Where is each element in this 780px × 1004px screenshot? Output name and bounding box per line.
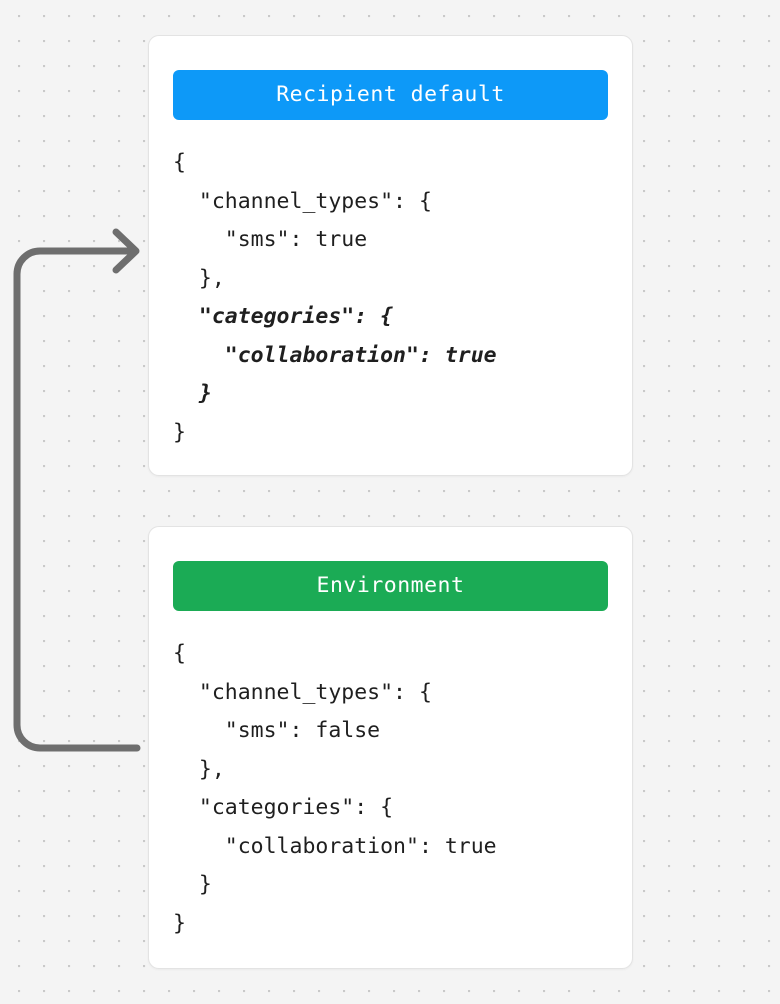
card-header-recipient-default: Recipient default [173,70,608,120]
code-line: } [173,419,186,445]
code-line: "collaboration": true [173,342,497,368]
card-recipient-default[interactable]: Recipient default { "channel_types": { "… [148,35,633,476]
code-line: "sms": true [173,227,368,252]
code-line: "channel_types": { [173,679,432,705]
code-line: "categories": { [173,304,394,329]
code-line: "channel_types": { [173,188,432,214]
code-line: }, [173,265,225,291]
code-line: { [173,150,186,175]
code-line: }, [173,756,225,782]
code-block-environment: { "channel_types": { "sms": false }, "ca… [173,635,608,943]
card-environment[interactable]: Environment { "channel_types": { "sms": … [148,526,633,969]
code-line: "sms": false [173,718,381,743]
code-line: } [173,872,212,897]
code-line: } [173,910,186,936]
code-line: } [173,381,212,406]
code-line: "collaboration": true [173,833,497,859]
code-block-recipient-default: { "channel_types": { "sms": true }, "cat… [173,144,608,452]
code-line: { [173,641,186,666]
card-header-environment: Environment [173,561,608,611]
code-line: "categories": { [173,795,394,820]
